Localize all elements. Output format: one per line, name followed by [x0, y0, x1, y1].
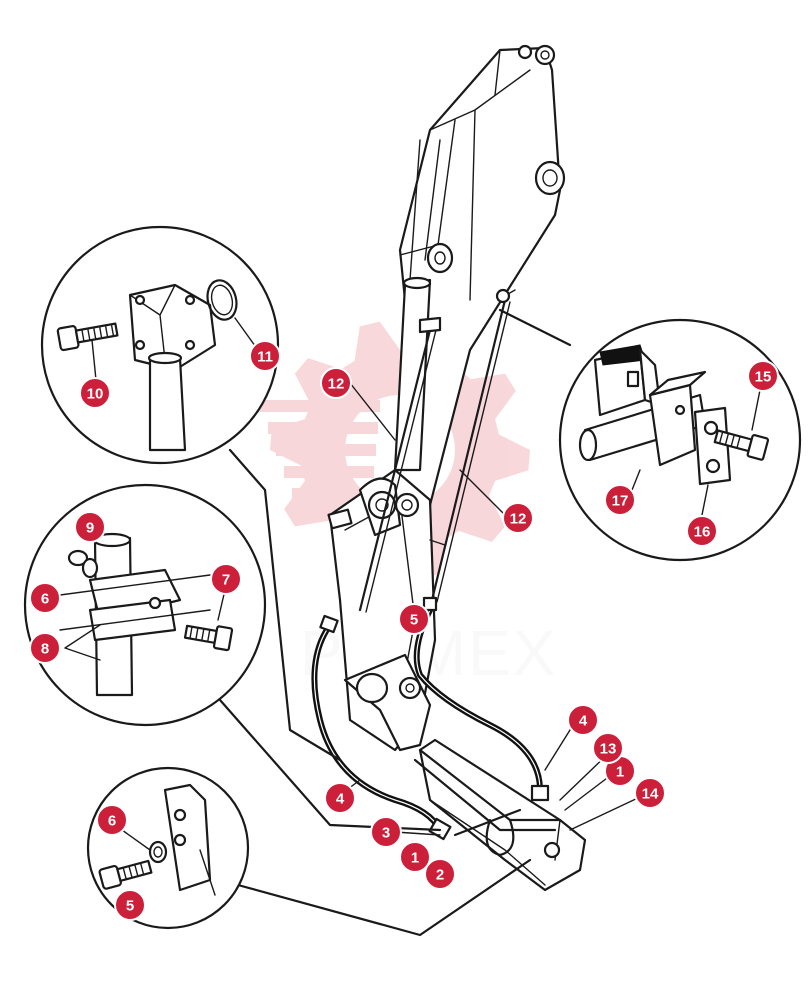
callout-label: 2: [436, 867, 444, 884]
callout-marker: [79, 377, 111, 409]
callout-label: 5: [126, 898, 134, 915]
callout-4: 4: [324, 782, 356, 814]
callout-label: 4: [579, 713, 588, 730]
callout-label: 1: [411, 850, 419, 867]
inset-clamp-block: [558, 318, 802, 562]
callout-marker: [747, 360, 779, 392]
callout-label: 7: [222, 572, 230, 589]
callout-4: 4: [567, 704, 599, 736]
callout-3: 3: [370, 816, 402, 848]
callout-label: 4: [336, 791, 345, 808]
watermark-stripe: [268, 422, 378, 434]
callout-label: 6: [41, 591, 49, 608]
callout-17: 17: [604, 484, 636, 516]
callout-8: 8: [29, 632, 61, 664]
callout-marker: [249, 340, 281, 372]
callout-12: 12: [502, 502, 534, 534]
callout-label: 11: [257, 349, 273, 366]
callout-16: 16: [686, 515, 718, 547]
inset-leader-lines: [218, 308, 572, 937]
callout-1: 1: [399, 841, 431, 873]
callout-marker: [74, 511, 106, 543]
callout-marker: [502, 502, 534, 534]
callout-label: 8: [41, 641, 49, 658]
callout-marker: [398, 603, 430, 635]
callout-label: 15: [755, 369, 772, 386]
callout-6: 6: [29, 582, 61, 614]
callout-label: 9: [86, 520, 94, 537]
callout-marker: [96, 804, 128, 836]
callout-label: 6: [108, 813, 116, 830]
hose-right: [413, 596, 550, 802]
callout-10: 10: [79, 377, 111, 409]
callout-marker: [424, 858, 456, 890]
callout-label: 5: [410, 612, 418, 629]
callout-label: 1: [616, 764, 624, 781]
callout-label: 14: [642, 786, 659, 803]
callout-9: 9: [74, 511, 106, 543]
callout-15: 15: [747, 360, 779, 392]
callout-marker: [29, 582, 61, 614]
callout-marker: [370, 816, 402, 848]
callout-6: 6: [96, 804, 128, 836]
watermark-stripe: [292, 488, 372, 500]
callout-marker: [567, 704, 599, 736]
watermark-stripe: [260, 400, 380, 412]
callout-marker: [604, 484, 636, 516]
callout-marker: [399, 841, 431, 873]
callout-marker: [324, 782, 356, 814]
callout-11: 11: [249, 340, 281, 372]
callout-marker: [29, 632, 61, 664]
callout-5: 5: [398, 603, 430, 635]
callout-label: 12: [328, 376, 345, 393]
callout-13: 13: [592, 732, 624, 764]
callout-marker: [114, 889, 146, 921]
inset-plate-bolt: [86, 766, 250, 930]
inset-clamp: [23, 483, 267, 727]
callout-label: 12: [510, 511, 527, 528]
callout-label: 3: [382, 825, 390, 842]
callout-marker: [320, 367, 352, 399]
callout-2: 2: [424, 858, 456, 890]
watermark-stripe: [276, 444, 376, 456]
callout-label: 16: [694, 524, 711, 541]
callout-marker: [634, 777, 666, 809]
callout-14: 14: [634, 777, 666, 809]
callout-label: 13: [600, 741, 617, 758]
callout-marker: [210, 563, 242, 595]
callout-label: 10: [87, 386, 104, 403]
watermark-stripe: [284, 466, 374, 478]
callout-7: 7: [210, 563, 242, 595]
callout-5: 5: [114, 889, 146, 921]
callout-12: 12: [320, 367, 352, 399]
callout-label: 17: [612, 493, 629, 510]
callout-marker: [592, 732, 624, 764]
callout-marker: [686, 515, 718, 547]
inset-flange-block: [40, 225, 280, 465]
boom-arm: [327, 44, 587, 892]
callout-leaders: [339, 382, 641, 836]
